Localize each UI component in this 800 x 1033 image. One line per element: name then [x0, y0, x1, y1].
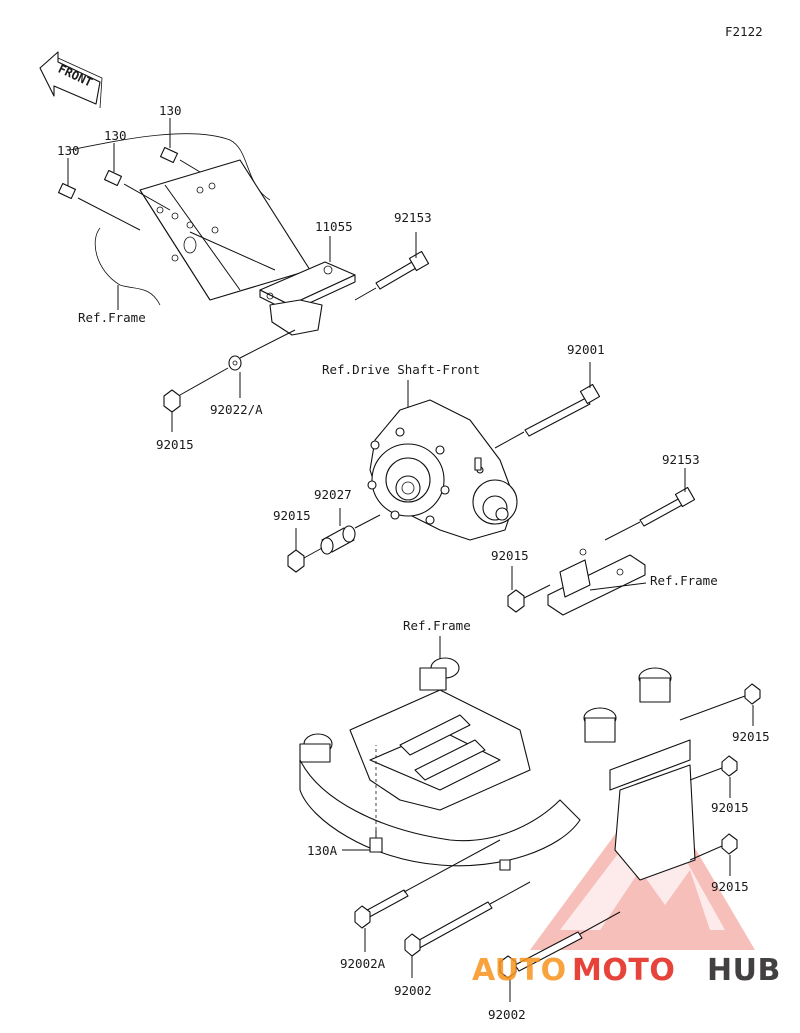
label-92015-left: 92015	[273, 508, 311, 523]
label-92015-r3: 92015	[711, 879, 749, 894]
bolt-130-icon	[57, 146, 201, 231]
collar-92027-icon	[320, 525, 356, 555]
label-11055: 11055	[315, 219, 353, 234]
label-92022a: 92022/A	[210, 402, 263, 417]
label-ref-frame-top: Ref.Frame	[78, 310, 146, 325]
label-92002-a: 92002	[394, 983, 432, 998]
label-92015-mid: 92015	[491, 548, 529, 563]
bolt-92002-b-icon	[499, 931, 583, 979]
watermark-hub: HUB	[707, 953, 781, 988]
watermark-text: AUTO MOTO HUB	[472, 953, 781, 988]
label-130A: 130A	[307, 843, 338, 858]
bolt-92002A-icon	[354, 889, 409, 929]
bolt-92002-a-icon	[404, 901, 493, 957]
bolt-92153-top-icon	[375, 250, 430, 290]
label-92015-top: 92015	[156, 437, 194, 452]
bolt-92001-icon	[524, 383, 601, 437]
label-130-c: 130	[159, 103, 182, 118]
label-92153-mid: 92153	[662, 452, 700, 467]
bolt-130A-icon	[369, 830, 383, 853]
label-ref-frame-bottom: Ref.Frame	[403, 618, 471, 633]
label-92002-b: 92002	[488, 1007, 526, 1022]
bracket-11055-icon	[259, 261, 356, 336]
front-arrow-icon: FRONT	[39, 51, 103, 109]
frame-top-section	[69, 133, 311, 306]
label-ref-drive-shaft: Ref.Drive Shaft-Front	[322, 362, 480, 377]
label-92002A: 92002A	[340, 956, 386, 971]
frame-mid-bracket-icon	[547, 548, 646, 616]
nut-92015-r3-icon	[721, 833, 738, 855]
washer-icon	[228, 355, 242, 371]
bolt-92153-mid-icon	[639, 486, 696, 527]
nut-92015-mid-icon	[507, 589, 525, 613]
label-92001: 92001	[567, 342, 605, 357]
figure-code: F2122	[725, 24, 763, 39]
nut-92015-r2-icon	[721, 755, 738, 777]
watermark-auto: AUTO	[472, 953, 567, 988]
watermark-moto: MOTO	[572, 953, 675, 988]
label-92153-top: 92153	[394, 210, 432, 225]
nut-92015-left-icon	[287, 549, 305, 573]
nut-92015-r1-icon	[744, 683, 761, 705]
nut-92015-top-icon	[163, 389, 181, 413]
label-92015-r1: 92015	[732, 729, 770, 744]
label-130-a: 130	[57, 143, 80, 158]
label-92015-r2: 92015	[711, 800, 749, 815]
label-130-b: 130	[104, 128, 127, 143]
label-ref-frame-mid: Ref.Frame	[650, 573, 718, 588]
label-92027: 92027	[314, 487, 352, 502]
front-differential-icon	[367, 399, 518, 541]
frame-bottom-icon	[299, 657, 696, 881]
